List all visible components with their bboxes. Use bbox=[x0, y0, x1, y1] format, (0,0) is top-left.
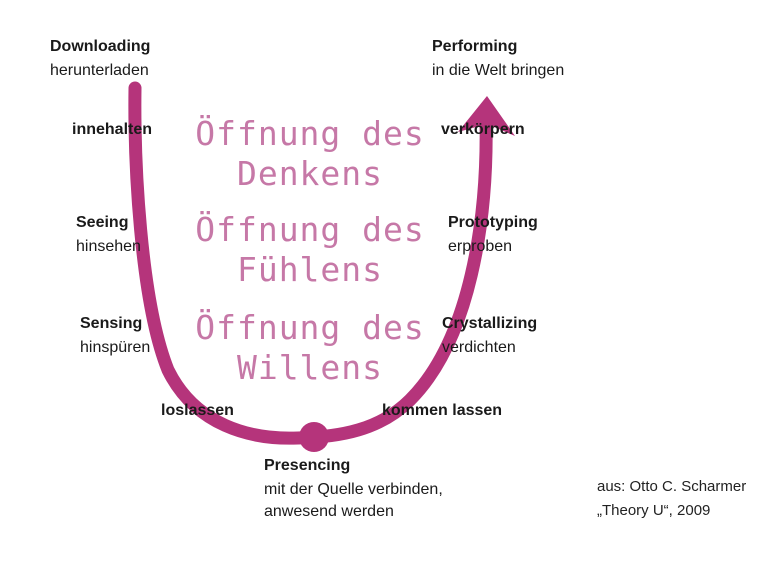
prototyping-title: Prototyping bbox=[448, 214, 538, 231]
heading-willen: Öffnung des Willens bbox=[187, 308, 433, 388]
kommen-lassen-label: kommen lassen bbox=[382, 402, 503, 419]
heading-willen-line2: Willens bbox=[236, 348, 384, 387]
sensing-title: Sensing bbox=[80, 315, 143, 332]
heading-denken-line2: Denkens bbox=[236, 154, 384, 193]
heading-fuehlen: Öffnung des Fühlens bbox=[187, 210, 433, 290]
performing-sub: in die Welt bringen bbox=[432, 62, 565, 79]
arrow-head bbox=[458, 96, 515, 136]
source-line1: aus: Otto C. Scharmer bbox=[597, 478, 747, 495]
heading-willen-line1: Öffnung des bbox=[195, 308, 425, 347]
downloading-sub: herunterladen bbox=[50, 62, 149, 79]
presencing-title: Presencing bbox=[264, 457, 351, 474]
downloading-title: Downloading bbox=[50, 38, 151, 55]
presencing-line2: anwesend werden bbox=[264, 503, 394, 520]
crystallizing-sub: verdichten bbox=[442, 339, 516, 356]
presencing-swirl bbox=[299, 422, 329, 452]
sensing-sub: hinspüren bbox=[80, 339, 151, 356]
source-line2: „Theory U“, 2009 bbox=[597, 502, 711, 519]
seeing-title: Seeing bbox=[76, 214, 129, 231]
verkoerpern-label: verkörpern bbox=[441, 121, 525, 138]
heading-denken-line1: Öffnung des bbox=[195, 114, 425, 153]
prototyping-sub: erproben bbox=[448, 238, 513, 255]
heading-denken: Öffnung des Denkens bbox=[187, 114, 433, 194]
heading-fuehlen-line2: Fühlens bbox=[236, 250, 384, 289]
heading-fuehlen-line1: Öffnung des bbox=[195, 210, 425, 249]
crystallizing-title: Crystallizing bbox=[442, 315, 538, 332]
innehalten-label: innehalten bbox=[72, 121, 153, 138]
u-curve bbox=[128, 81, 493, 445]
seeing-sub: hinsehen bbox=[76, 238, 141, 255]
loslassen-label: loslassen bbox=[161, 402, 234, 419]
performing-title: Performing bbox=[432, 38, 518, 55]
presencing-line1: mit der Quelle verbinden, bbox=[264, 481, 443, 498]
